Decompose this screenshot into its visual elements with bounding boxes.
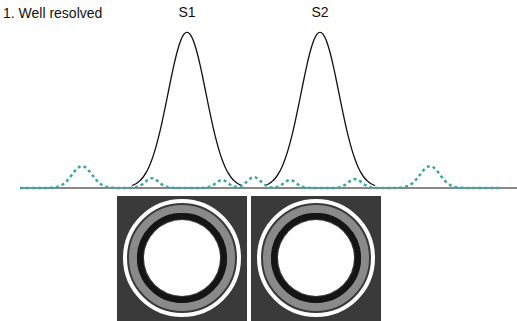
airy-image-right	[251, 196, 381, 321]
intensity-curves	[20, 32, 500, 188]
baseline	[20, 188, 517, 189]
peak-label: S2	[311, 5, 328, 20]
peak-curve	[265, 32, 375, 185]
airy-image-left	[117, 196, 247, 321]
peak-curve	[132, 32, 242, 185]
peak-label: S1	[178, 5, 195, 20]
chart-title: 1. Well resolved	[3, 6, 102, 21]
airy-sidelobe-curve	[20, 166, 500, 188]
